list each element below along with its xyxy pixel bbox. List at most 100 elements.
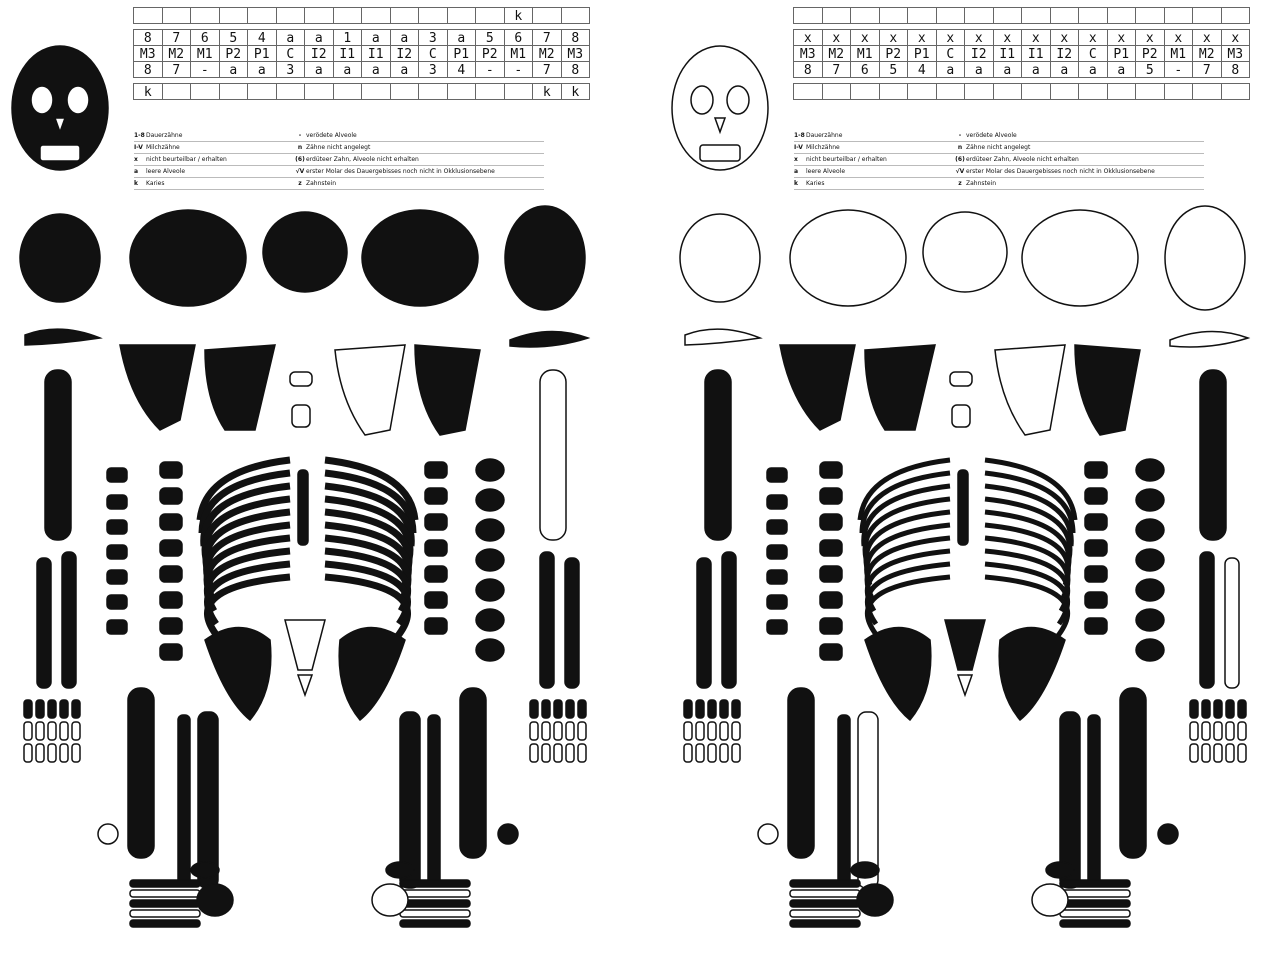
vertebra-cervical [107,495,127,509]
foot-metatarsal-left [790,890,860,897]
top-status-row [794,8,1250,24]
hand-phalanx-left [684,722,692,740]
tooth-cell: 7 [162,29,192,46]
tooth-cell [1021,7,1051,24]
legend-txt: Karies [146,178,294,189]
tooth-cell: 8 [1221,61,1251,78]
tooth-cell [390,83,420,100]
vertebra-cervical [767,570,787,584]
scapula-right-anterior [335,345,405,435]
vertebra-lumbar [1136,489,1164,511]
tooth-cell: 8 [133,29,163,46]
legend-sym2: - [294,130,306,141]
dental-legend-left: 1-8Dauerzähne-verödete AlveoleI-VMilchzä… [134,130,544,190]
vertebra-cervical [767,468,787,482]
tooth-cell [561,7,591,24]
tooth-cell [418,83,448,100]
sacrum [945,620,985,670]
tooth-cell: P1 [247,45,277,62]
vertebra-thoracic [160,462,182,478]
hand-phalanx-left [708,722,716,740]
hand-phalanx-right [542,700,550,718]
tooth-cell: M1 [190,45,220,62]
tooth-cell: x [822,29,852,46]
vertebra-cervical [107,468,127,482]
tooth-cell: a [247,61,277,78]
skull-lateral-right [1022,210,1138,306]
hand-phalanx-right [1214,744,1222,762]
tooth-cell: x [1192,29,1222,46]
legend-row: 1-8Dauerzähne-verödete Alveole [134,130,544,142]
tooth-cell: P2 [219,45,249,62]
bottom-status-row: kkk [134,84,590,100]
tooth-cell [793,83,823,100]
tooth-cell [1192,83,1222,100]
vertebra-thoracic [160,644,182,660]
tooth-cell: - [190,61,220,78]
tooth-cell [247,83,277,100]
foot-metatarsal-left [130,900,200,907]
vertebra-thoracic [820,644,842,660]
tooth-cell [936,7,966,24]
tooth-cell [504,83,534,100]
radius-left [697,558,711,688]
tooth-cell [447,83,477,100]
legend-row: I-VMilchzähnenZähne nicht angelegt [134,142,544,154]
tooth-cell: M2 [532,45,562,62]
tooth-cell [822,7,852,24]
vertebra-thoracic [820,514,842,530]
hand-phalanx-right [1214,700,1222,718]
tooth-cell: I2 [964,45,994,62]
tooth-cell [219,83,249,100]
hand-phalanx-left [72,722,80,740]
legend-txt: nicht beurteilbar / erhalten [806,154,954,165]
hand-phalanx-left [48,722,56,740]
tooth-cell: 8 [561,61,591,78]
vertebra-thoracic [820,592,842,608]
dental-chart-right: xxxxxxxxxxxxxxxx M3M2M1P2P1CI2I1I1I2CP1P… [794,8,1250,100]
tooth-cell: C [276,45,306,62]
tooth-cell [907,83,937,100]
calcaneus-left [197,884,233,916]
legend-sym: x [134,154,146,165]
dental-legend-right: 1-8Dauerzähne-verödete AlveoleI-VMilchzä… [794,130,1204,190]
foot-metatarsal-right [1060,880,1130,887]
tooth-cell: x [964,29,994,46]
foot-metatarsal-left [130,880,200,887]
upper-code-row: xxxxxxxxxxxxxxxx [794,30,1250,46]
legend-txt2: Zahnstein [306,178,544,189]
tooth-cell [475,7,505,24]
tooth-cell [964,83,994,100]
tooth-cell: M1 [850,45,880,62]
legend-txt: Milchzähne [146,142,294,153]
tooth-cell [361,83,391,100]
coccyx [958,675,972,695]
foot-metatarsal-left [130,890,200,897]
tooth-cell: 5 [475,29,505,46]
tooth-cell: 5 [1135,61,1165,78]
vertebra-thoracic [160,488,182,504]
tooth-cell: 5 [879,61,909,78]
humerus-left [705,370,731,540]
tooth-cell [1135,83,1165,100]
vertebra-lumbar [476,639,504,661]
hand-phalanx-left [60,744,68,762]
pelvis-right [999,628,1065,721]
patella-right [498,824,518,844]
hand-phalanx-right [1226,700,1234,718]
tooth-cell: M1 [504,45,534,62]
fibula-left [178,715,190,885]
tooth-cell: P1 [1107,45,1137,62]
hand-phalanx-left [48,700,56,718]
foot-metatarsal-right [400,910,470,917]
tooth-cell: x [993,29,1023,46]
legend-sym2: z [954,178,966,189]
vertebra-thoracic [820,540,842,556]
tooth-cell: C [418,45,448,62]
hyoid-bone [950,372,972,386]
sternum [298,470,308,545]
talus-left [191,862,219,878]
pelvis-left [205,628,271,721]
legend-row: aleere Alveole√Verster Molar des Dauerge… [134,166,544,178]
hand-phalanx-right [578,722,586,740]
